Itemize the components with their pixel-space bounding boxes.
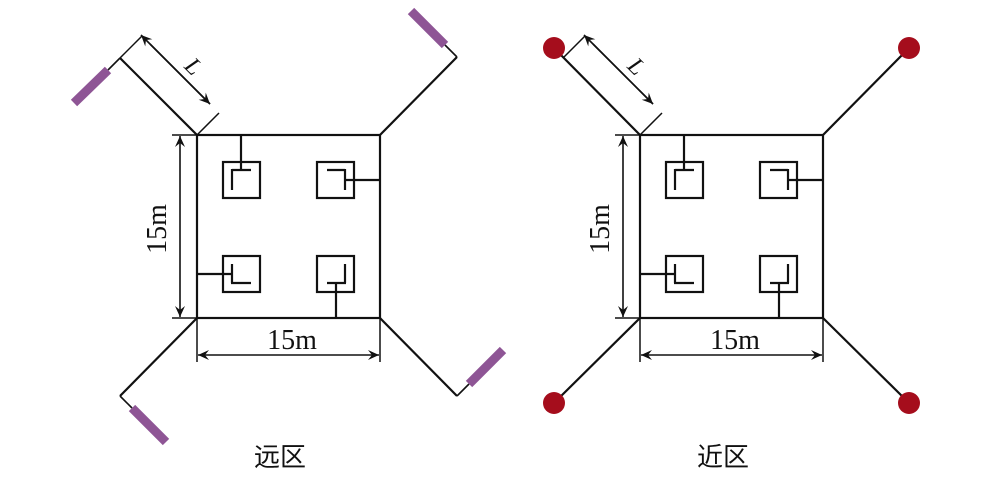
lead-wire [444,44,458,58]
zone-caption: 远区 [254,443,306,473]
lead-wire [119,395,133,409]
lead-wire [107,57,121,71]
extension-line [196,112,220,136]
point-electrode [898,392,920,414]
rod-electrode [128,404,170,446]
point-electrode [898,37,920,59]
bottom-length-label: 15m [267,325,317,356]
point-electrode [543,392,565,414]
rod-electrode [465,346,507,388]
zone-caption: 近区 [697,443,749,473]
lead-wire [119,57,198,136]
lead-wire [379,56,458,136]
lead-wire [456,383,470,397]
dimension-line-length [583,34,654,105]
point-electrode [543,37,565,59]
grounding-grid-square [638,133,825,320]
lead-wire [119,317,198,397]
lead-wire [822,47,910,136]
lead-wire [379,317,458,397]
extension-line [119,35,143,59]
grounding-grid-square [195,133,382,320]
lead-wire [822,317,910,404]
extension-line [639,112,663,136]
side-length-label: 15m [585,204,616,254]
dimension-line-length [140,34,211,105]
rod-electrode [70,66,112,107]
side-length-label: 15m [142,204,173,254]
extension-line [562,35,586,59]
lead-wire [553,317,641,404]
rod-electrode [407,7,449,49]
lead-wire [553,47,641,136]
bottom-length-label: 15m [710,325,760,356]
